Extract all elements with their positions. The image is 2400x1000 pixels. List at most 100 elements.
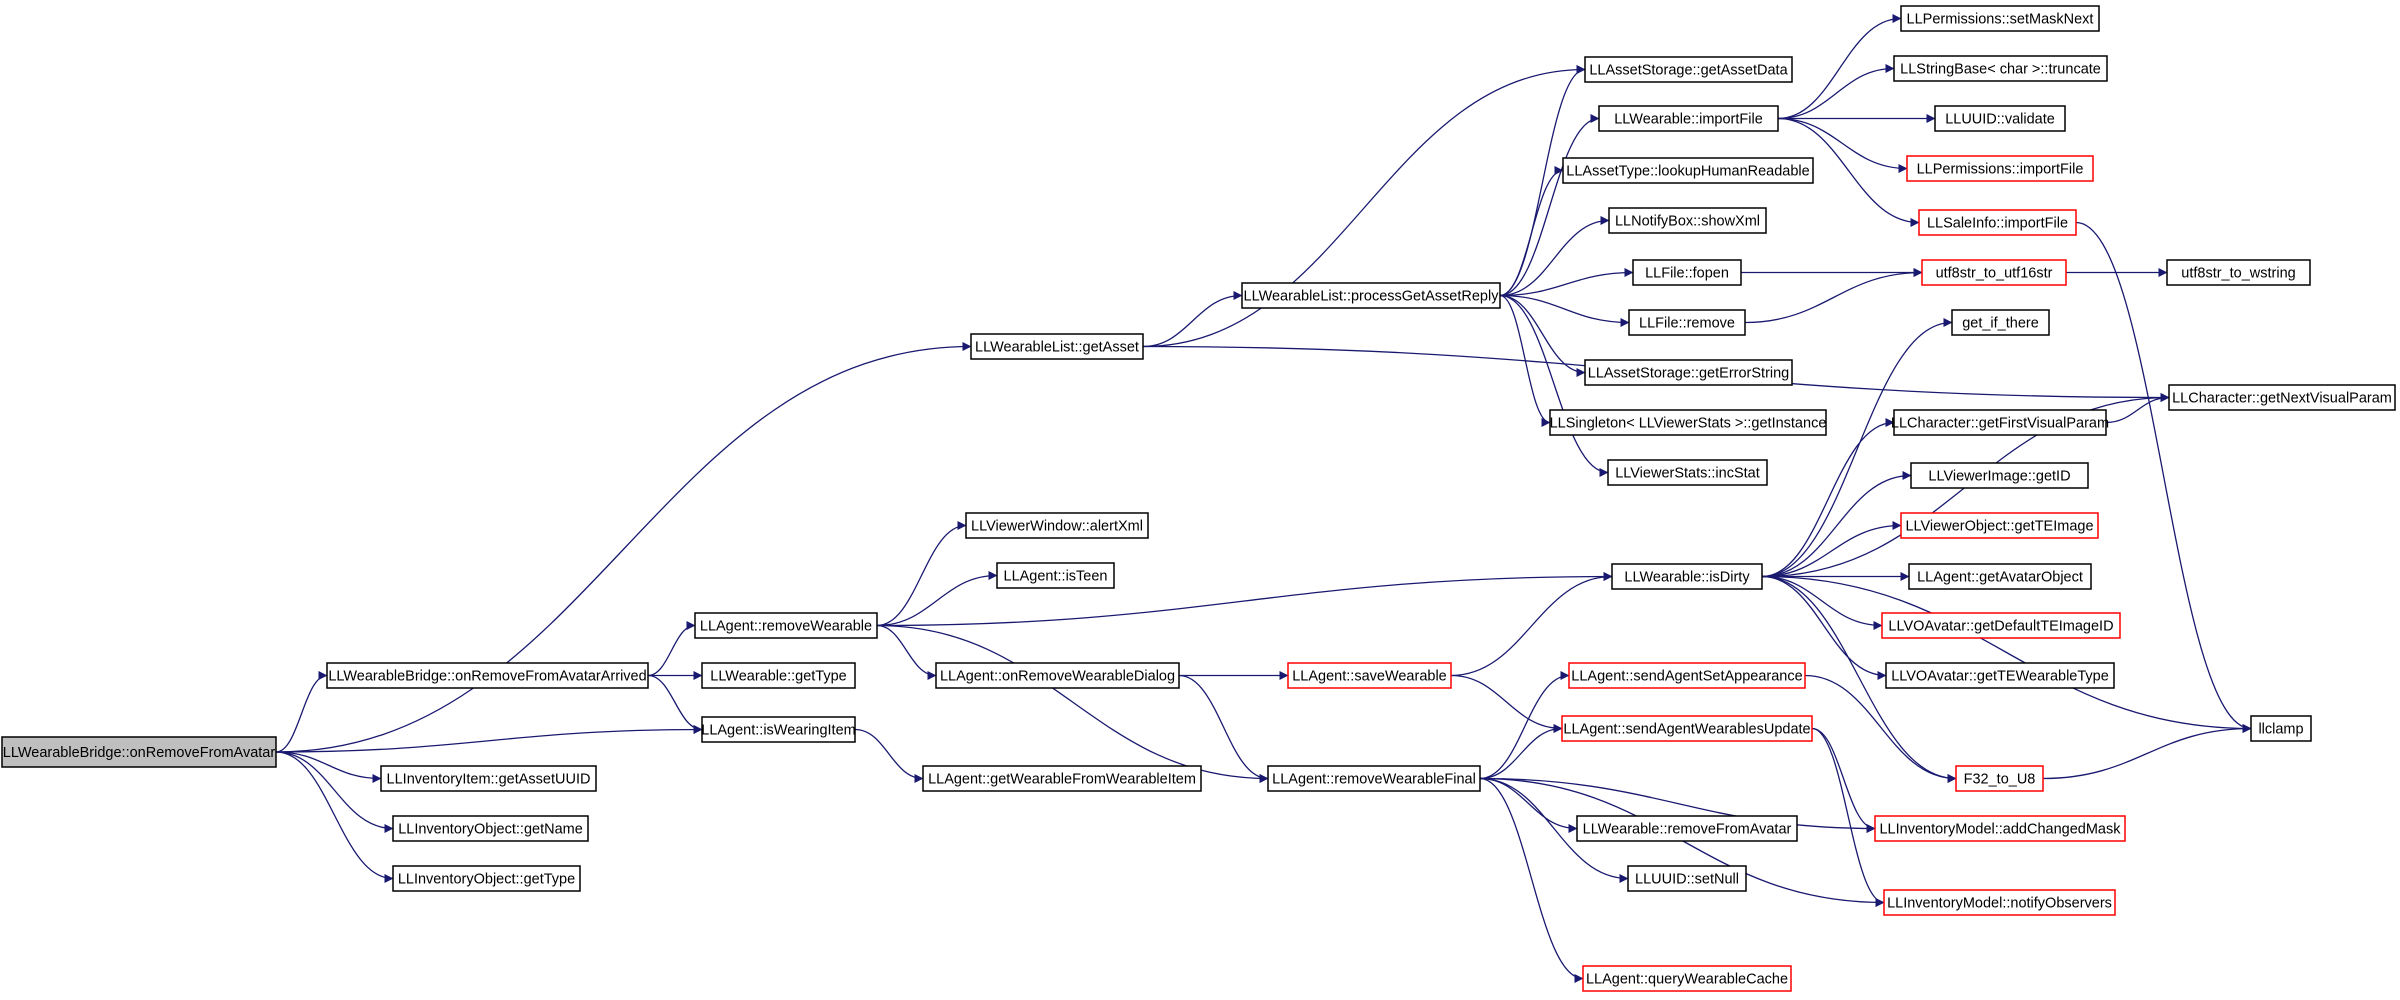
node-llwearable-removefromavatar[interactable]: LLWearable::removeFromAvatar: [1576, 815, 1798, 842]
node-llwearablelist-getasset[interactable]: LLWearableList::getAsset: [970, 333, 1144, 360]
node-box: [1893, 409, 2107, 436]
node-llagent-querywearablecache[interactable]: LLAgent::queryWearableCache: [1582, 965, 1792, 992]
edge-n8-n18: [1499, 114, 1600, 297]
node-label: LLInventoryObject::getName: [398, 822, 583, 838]
node-box: [1627, 865, 1747, 892]
node-lluuid-setnull[interactable]: LLUUID::setNull: [1627, 865, 1747, 892]
node-get-if-there[interactable]: get_if_there: [1951, 309, 2050, 336]
node-label: LLWearable::getType: [710, 669, 847, 685]
node-label: LLWearableList::getAsset: [975, 340, 1139, 356]
node-llwearable-isdirty[interactable]: LLWearable::isDirty: [1611, 563, 1763, 590]
node-llagent-iswearingitem[interactable]: LLAgent::isWearingItem: [701, 716, 856, 743]
node-llassetstorage-geterrorstring[interactable]: LLAssetStorage::getErrorString: [1584, 359, 1793, 386]
node-llinventorymodel-addchangedmask[interactable]: LLInventoryModel::addChangedMask: [1874, 815, 2126, 842]
edge-n1-n5: [275, 751, 382, 783]
node-llnotifybox-showxml[interactable]: LLNotifyBox::showXml: [1608, 207, 1767, 234]
node-label: LLAgent::removeWearable: [700, 619, 872, 635]
node-box: [1883, 889, 2116, 916]
node-llviewerstats-incstat[interactable]: LLViewerStats::incStat: [1607, 459, 1768, 486]
node-llviewerobject-getteimage[interactable]: LLViewerObject::getTEImage: [1900, 512, 2099, 539]
edge-n2-n17: [1142, 65, 1586, 348]
node-label: LLAgent::sendAgentSetAppearance: [1571, 669, 1802, 685]
edge-n9-n12: [876, 571, 998, 627]
node-llwearablebridge-onremovefromavatar: LLWearableBridge::onRemoveFromAvatar: [1, 736, 277, 768]
node-llagent-savewearable[interactable]: LLAgent::saveWearable: [1287, 662, 1452, 689]
node-utf8str-to-utf16str[interactable]: utf8str_to_utf16str: [1921, 259, 2067, 286]
node-label: LLFile::fopen: [1645, 266, 1729, 282]
node-llviewerimage-getid[interactable]: LLViewerImage::getID: [1910, 462, 2089, 489]
node-label: LLInventoryModel::addChangedMask: [1879, 822, 2121, 838]
node-llfile-remove[interactable]: LLFile::remove: [1628, 309, 1746, 336]
edge-layer: [275, 14, 2252, 983]
node-llviewerwindow-alertxml[interactable]: LLViewerWindow::alertXml: [965, 512, 1149, 539]
node-label: LLSingleton< LLViewerStats >::getInstanc…: [1550, 416, 1827, 432]
node-box: [1611, 563, 1763, 590]
node-llvoavatar-getdefaultteimageid[interactable]: LLVOAvatar::getDefaultTEImageID: [1881, 612, 2121, 639]
node-llstringbase-char-truncate[interactable]: LLStringBase< char >::truncate: [1893, 55, 2108, 82]
node-box: [1951, 309, 2050, 336]
node-llagent-getwearablefromwearableitem[interactable]: LLAgent::getWearableFromWearableItem: [922, 765, 1202, 792]
edge-n18-n33: [1777, 64, 1895, 120]
node-box: [935, 662, 1180, 689]
node-llvoavatar-gettewearabletype[interactable]: LLVOAvatar::getTEWearableType: [1885, 662, 2115, 689]
node-box: [1921, 259, 2067, 286]
node-llwearablebridge-onremovefromavatararrived[interactable]: LLWearableBridge::onRemoveFromAvatarArri…: [326, 662, 649, 689]
node-llinventoryobject-gettype[interactable]: LLInventoryObject::getType: [392, 865, 581, 892]
node-llwearablelist-processgetassetreply[interactable]: LLWearableList::processGetAssetReply: [1241, 282, 1501, 309]
node-box: [1576, 815, 1798, 842]
node-llsingleton-llviewerstats-getinstance[interactable]: LLSingleton< LLViewerStats >::getInstanc…: [1549, 409, 1827, 436]
node-box: [1287, 662, 1452, 689]
node-llagent-removewearablefinal[interactable]: LLAgent::removeWearableFinal: [1267, 765, 1481, 792]
node-box: [1628, 309, 1746, 336]
node-llclamp[interactable]: llclamp: [2250, 715, 2312, 742]
node-llwearable-importfile[interactable]: LLWearable::importFile: [1598, 105, 1779, 132]
node-f32-to-u8[interactable]: F32_to_U8: [1955, 765, 2044, 792]
node-box: [1582, 965, 1792, 992]
edge-n26-n44: [1761, 575, 1887, 680]
edge-n15-n28: [1450, 674, 1563, 733]
node-box: [996, 562, 1115, 589]
edge-n16-n27: [1479, 671, 1570, 780]
node-llassetstorage-getassetdata[interactable]: LLAssetStorage::getAssetData: [1584, 56, 1793, 83]
node-llagent-getavatarobject[interactable]: LLAgent::getAvatarObject: [1908, 563, 2092, 590]
node-llcharacter-getfirstvisualparam[interactable]: LLCharacter::getFirstVisualParam: [1891, 409, 2109, 436]
edge-n26-n41: [1761, 521, 1902, 578]
node-box: [2250, 715, 2312, 742]
node-label: LLSaleInfo::importFile: [1927, 216, 2068, 232]
node-llinventoryitem-getassetuuid[interactable]: LLInventoryItem::getAssetUUID: [380, 765, 597, 792]
node-llsaleinfo-importfile[interactable]: LLSaleInfo::importFile: [1918, 209, 2077, 236]
node-lluuid-validate[interactable]: LLUUID::validate: [1934, 105, 2066, 132]
node-label: utf8str_to_wstring: [2181, 266, 2295, 282]
node-label: LLVOAvatar::getTEWearableType: [1891, 669, 2109, 685]
node-llwearable-gettype[interactable]: LLWearable::getType: [701, 662, 856, 689]
node-llinventorymodel-notifyobservers[interactable]: LLInventoryModel::notifyObservers: [1883, 889, 2116, 916]
node-llagent-isteen[interactable]: LLAgent::isTeen: [996, 562, 1115, 589]
node-llpermissions-setmasknext[interactable]: LLPermissions::setMaskNext: [1900, 5, 2100, 32]
node-box: [1549, 409, 1827, 436]
node-box: [1900, 512, 2099, 539]
node-label: LLAgent::isWearingItem: [701, 723, 855, 739]
node-llagent-sendagentwearablesupdate[interactable]: LLAgent::sendAgentWearablesUpdate: [1561, 715, 1813, 742]
edge-n26-n43: [1761, 575, 1883, 630]
node-label: LLInventoryObject::getType: [398, 872, 575, 888]
edge-n18-n35: [1777, 117, 1908, 173]
edge-n16-n46: [1479, 777, 1876, 833]
node-llpermissions-importfile[interactable]: LLPermissions::importFile: [1906, 155, 2094, 182]
node-label: LLAgent::isTeen: [1004, 569, 1108, 585]
node-llcharacter-getnextvisualparam[interactable]: LLCharacter::getNextVisualParam: [2168, 384, 2396, 411]
node-llfile-fopen[interactable]: LLFile::fopen: [1632, 259, 1742, 286]
node-label: LLVOAvatar::getDefaultTEImageID: [1888, 619, 2113, 635]
node-label: LLAgent::queryWearableCache: [1586, 972, 1788, 988]
edge-n18-n32: [1777, 14, 1902, 120]
node-llinventoryobject-getname[interactable]: LLInventoryObject::getName: [392, 815, 589, 842]
node-llagent-onremovewearabledialog[interactable]: LLAgent::onRemoveWearableDialog: [935, 662, 1180, 689]
node-llagent-sendagentsetappearance[interactable]: LLAgent::sendAgentSetAppearance: [1568, 662, 1806, 689]
edge-n18-n36: [1777, 117, 1920, 227]
node-llagent-removewearable[interactable]: LLAgent::removeWearable: [694, 612, 878, 639]
node-box: [380, 765, 597, 792]
node-box: [2166, 259, 2311, 286]
edge-n9-n16: [876, 624, 1269, 783]
node-utf8str-to-wstring[interactable]: utf8str_to_wstring: [2166, 259, 2311, 286]
node-llassettype-lookuphumanreadable[interactable]: LLAssetType::lookupHumanReadable: [1562, 157, 1814, 184]
